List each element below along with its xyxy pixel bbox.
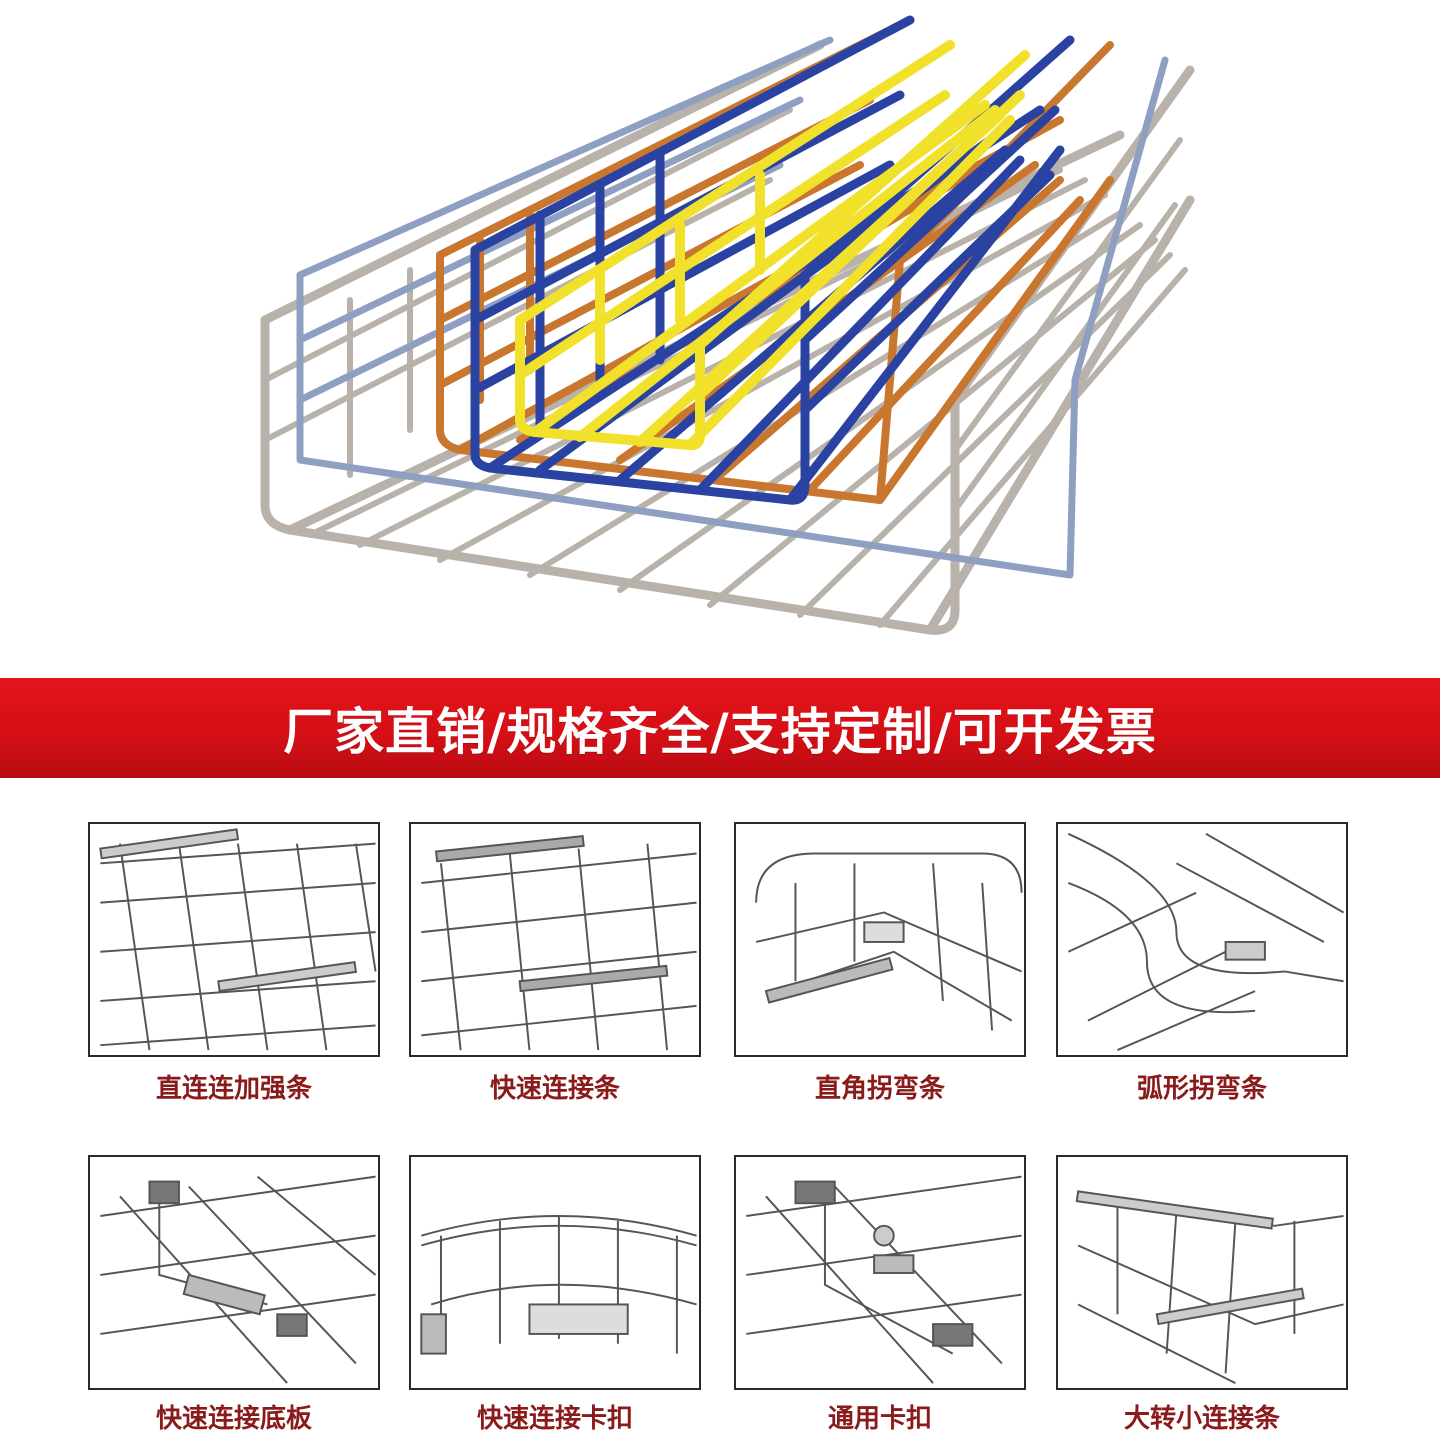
accessory-image-quick-connect-clip [409,1155,701,1390]
hero-product-image [0,0,1440,665]
accessory-caption-3: 直角拐弯条 [814,1074,945,1104]
accessory-caption-4: 弧形拐弯条 [1136,1074,1267,1104]
accessory-caption-2: 快速连接条 [489,1074,620,1104]
accessory-image-quick-connect-base-plate [88,1155,380,1390]
accessory-caption-1: 直连连加强条 [155,1074,312,1104]
accessory-caption-5: 快速连接底板 [155,1404,312,1434]
accessory-image-universal-clip [734,1155,1026,1390]
accessory-image-arc-bend-strip [1056,822,1348,1057]
accessory-caption-8: 大转小连接条 [1123,1404,1280,1434]
banner-text: 厂家直销/规格齐全/支持定制/可开发票 [283,703,1157,761]
wire-mesh-cable-trays-illustration [260,15,1195,635]
promo-banner: 厂家直销/规格齐全/支持定制/可开发票 [0,678,1440,778]
accessory-image-quick-connect-strip [409,822,701,1057]
accessory-image-straight-reinforcement-strip [88,822,380,1057]
accessory-caption-7: 通用卡扣 [827,1404,932,1434]
accessory-image-right-angle-bend-strip [734,822,1026,1057]
accessory-image-large-to-small-connector [1056,1155,1348,1390]
accessory-caption-6: 快速连接卡扣 [476,1404,633,1434]
yellow-tray [515,40,1030,451]
